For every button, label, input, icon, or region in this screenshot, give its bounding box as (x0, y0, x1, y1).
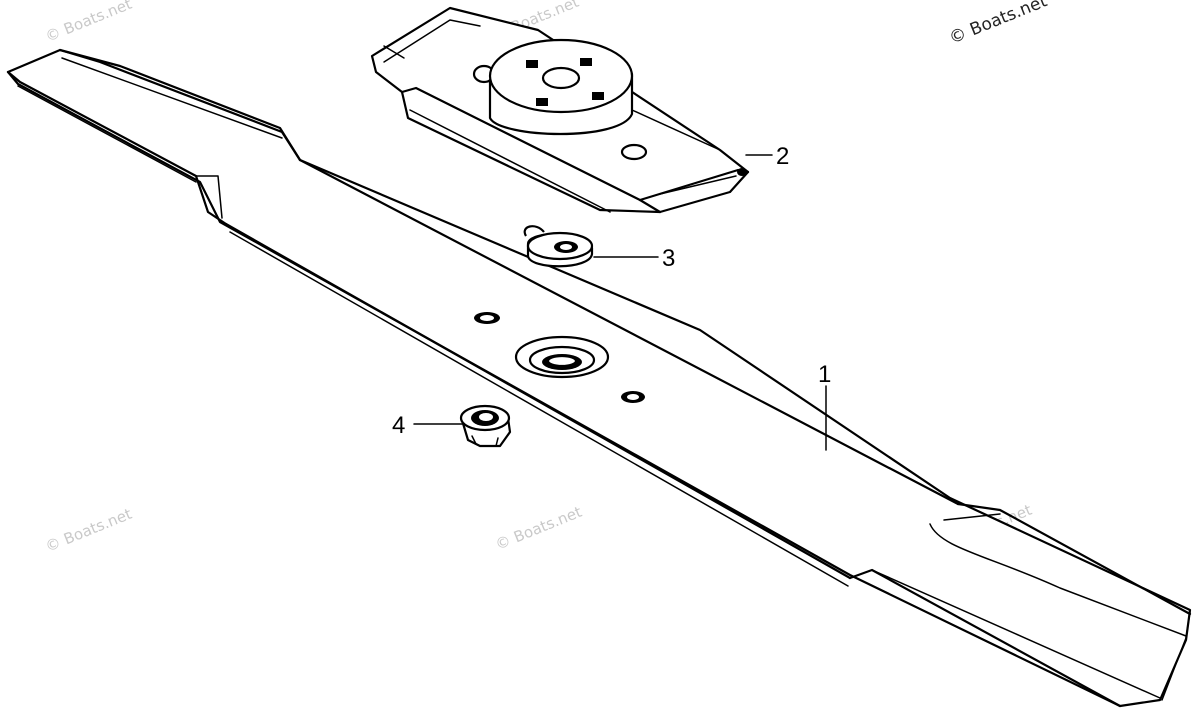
washer-part-3 (523, 225, 594, 268)
blade-bolt-hole-left (474, 312, 500, 324)
callout-label-4: 4 (392, 412, 405, 439)
watermark-corner: © Boats.net (946, 0, 1050, 49)
callout-label-1: 1 (818, 361, 831, 388)
blade-part-1 (6, 48, 1192, 708)
nut-part-4 (459, 404, 512, 448)
watermark-bottom-left: © Boats.net (43, 505, 135, 556)
watermark-bottom-center: © Boats.net (493, 503, 585, 554)
blade-center-hub (514, 335, 610, 379)
watermark-top-left: © Boats.net (43, 0, 135, 46)
callout-label-3: 3 (662, 245, 675, 272)
blade-bolt-hole-right (621, 391, 645, 403)
callout-1: 1 (818, 361, 831, 451)
callout-label-2: 2 (776, 143, 789, 170)
blade-holder-part-2 (370, 6, 750, 214)
callout-4: 4 (392, 412, 463, 439)
callout-3: 3 (593, 245, 675, 272)
callout-2: 2 (745, 143, 789, 170)
